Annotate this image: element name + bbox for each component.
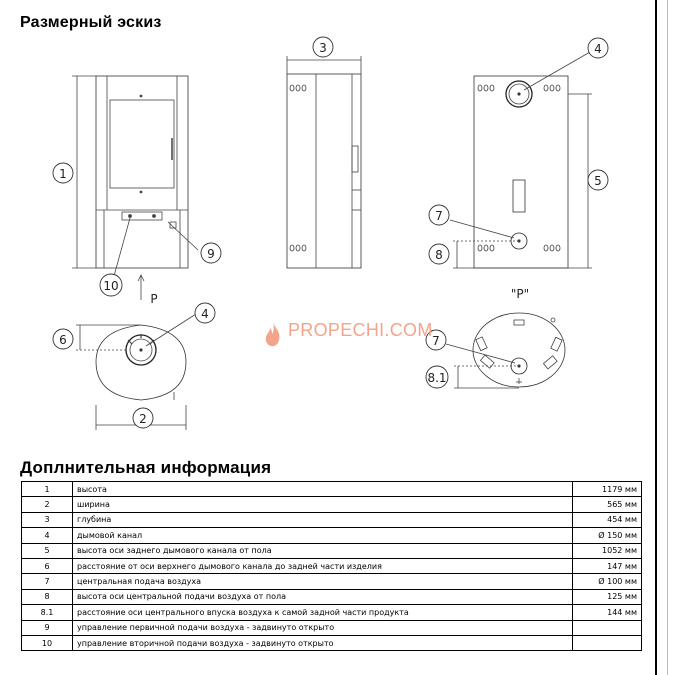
cell-value: 144 мм — [572, 604, 642, 621]
cell-description: центральная подача воздуха — [72, 573, 573, 590]
cell-description: расстояние оси центрального впуска возду… — [72, 604, 573, 621]
callouts — [52, 36, 609, 429]
cell-description: высота оси заднего дымового канала от по… — [72, 542, 573, 559]
cell-value: 454 мм — [572, 511, 642, 529]
callout-7b: 7 — [432, 334, 440, 348]
side-view — [286, 56, 362, 269]
cell-value: 1179 мм — [572, 480, 642, 498]
cell-value: 147 мм — [572, 557, 642, 575]
cell-description: дымовой канал — [72, 527, 573, 544]
callout-2: 2 — [139, 412, 147, 426]
cell-number: 1 — [21, 480, 73, 498]
cell-description: управление вторичной подачи воздуха - за… — [72, 634, 573, 652]
cell-number: 8 — [21, 588, 73, 606]
cell-description: ширина — [72, 496, 573, 513]
page-right-border-outer — [667, 0, 668, 675]
cell-value — [572, 634, 642, 652]
cell-number: 10 — [21, 634, 73, 652]
cell-number: 4 — [21, 527, 73, 544]
callout-1: 1 — [59, 167, 67, 181]
bottom-view — [445, 312, 566, 389]
cell-number: 2 — [21, 496, 73, 513]
cell-number: 6 — [21, 557, 73, 575]
sketch-section-title: Размерный эскиз — [20, 14, 162, 31]
callout-8: 8 — [435, 248, 443, 262]
callout-4: 4 — [594, 42, 602, 56]
cell-number: 9 — [21, 619, 73, 636]
cell-value: 125 мм — [572, 588, 642, 606]
callout-9: 9 — [207, 247, 215, 261]
watermark-text: PROPECHI.COM — [288, 320, 433, 340]
cell-number: 5 — [21, 542, 73, 559]
view-p-label: "P" — [511, 287, 529, 301]
cell-number: 8.1 — [21, 604, 73, 621]
callout-7: 7 — [435, 209, 443, 223]
cell-description: глубина — [72, 511, 573, 529]
cell-number: 3 — [21, 511, 73, 529]
callout-4b: 4 — [201, 307, 209, 321]
cell-number: 7 — [21, 573, 73, 590]
arrow-p-label: P — [150, 292, 157, 306]
callout-5: 5 — [594, 174, 602, 188]
cell-description: высота оси центральной подачи воздуха от… — [72, 588, 573, 606]
cell-description: расстояние от оси верхнего дымового кана… — [72, 557, 573, 575]
callout-6: 6 — [59, 333, 67, 347]
flame-logo-icon — [265, 323, 280, 347]
cell-value: 1052 мм — [572, 542, 642, 559]
cell-description: управление первичной подачи воздуха - за… — [72, 619, 573, 636]
callout-8-1: 8.1 — [427, 371, 446, 385]
callout-10: 10 — [103, 279, 118, 293]
cell-value — [572, 619, 642, 636]
cell-value: Ø 150 мм — [572, 527, 642, 544]
cell-value: Ø 100 мм — [572, 573, 642, 590]
rear-view — [449, 51, 592, 269]
callout-3: 3 — [319, 41, 327, 55]
front-view — [72, 75, 199, 300]
dimension-sketch: 1 3 4 5 7 8 9 10 4 6 2 7 8.1 P "P" — [52, 36, 609, 430]
cell-description: высота — [72, 480, 573, 498]
info-section-title: Доплнительная информация — [20, 458, 272, 477]
page-right-border — [655, 0, 657, 675]
cell-value: 565 мм — [572, 496, 642, 513]
